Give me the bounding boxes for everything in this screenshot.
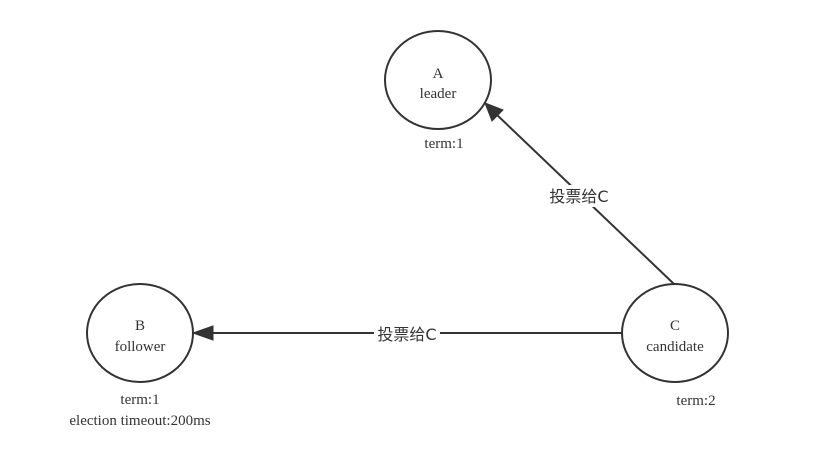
node-c-circle — [621, 283, 729, 383]
node-a-term: term:1 — [424, 136, 463, 152]
edge-c-to-a: 投票给C — [484, 102, 675, 285]
node-b-follower: B follower — [86, 283, 194, 383]
node-b-election-timeout: election timeout:200ms — [69, 413, 210, 429]
edge-c-to-b-arrowhead — [191, 325, 214, 341]
edge-c-to-a-label: 投票给C — [549, 187, 608, 206]
edge-c-to-b: 投票给C — [191, 323, 622, 345]
node-a-role: leader — [420, 86, 457, 102]
node-c-role: candidate — [646, 339, 704, 355]
node-c-candidate: C candidate — [621, 283, 729, 383]
edge-c-to-b-label: 投票给C — [377, 325, 436, 344]
node-a-circle — [384, 30, 492, 130]
node-b-role: follower — [115, 339, 166, 355]
node-c-term: term:2 — [676, 393, 715, 409]
node-b-term: term:1 — [120, 392, 159, 408]
node-a-id: A — [433, 66, 444, 82]
node-a-leader: A leader — [384, 30, 492, 130]
edge-c-to-a-label-bg — [546, 185, 612, 207]
node-b-id: B — [135, 318, 145, 334]
node-c-id: C — [670, 318, 680, 334]
node-b-circle — [86, 283, 194, 383]
edge-c-to-b-label-bg — [374, 323, 440, 345]
edge-c-to-a-arrowhead — [484, 102, 504, 122]
